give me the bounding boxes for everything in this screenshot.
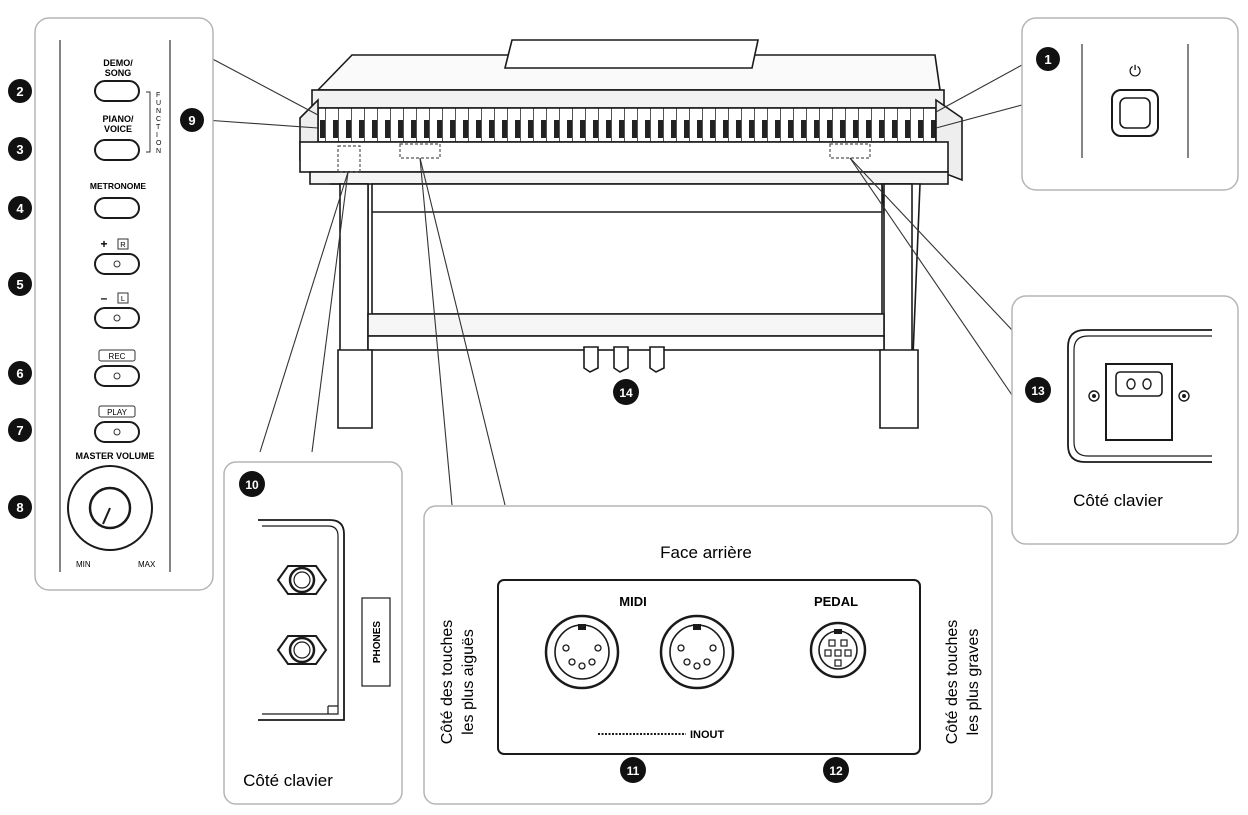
- callout-badge-10: [239, 471, 265, 497]
- piano-illustration: [299, 39, 963, 429]
- music-rest: [503, 39, 759, 69]
- pedal-label: PEDAL: [814, 594, 858, 609]
- keyboard: [317, 107, 937, 143]
- callout-badge-9: [180, 108, 204, 132]
- svg-text:N: N: [156, 148, 161, 155]
- callout-label-13: 13: [1031, 384, 1045, 398]
- callout-label-4: 4: [16, 201, 24, 216]
- volume-max-label: MAX: [138, 560, 156, 569]
- callout-badge-13: [1025, 377, 1051, 403]
- pedal-center: [613, 346, 629, 373]
- minus-label: –: [101, 291, 108, 305]
- svg-text:T: T: [156, 124, 161, 131]
- callout-badge-14: [613, 379, 639, 405]
- demo-song-label: DEMO/: [103, 58, 133, 68]
- piano-voice-label: PIANO/: [102, 114, 134, 124]
- back-panel: [371, 183, 883, 315]
- callout-badge-5: [8, 272, 32, 296]
- callout-label-6: 6: [16, 366, 23, 381]
- volume-min-label: MIN: [76, 560, 91, 569]
- plus-r-button[interactable]: [94, 253, 140, 275]
- phones-panel-frame: [223, 461, 403, 805]
- rear-left-side-label: Côté des touches: [439, 620, 456, 745]
- callout-badge-6: [8, 361, 32, 385]
- demo-song-label-2: SONG: [105, 68, 132, 78]
- svg-text:U: U: [156, 100, 161, 107]
- pedal-left: [583, 346, 599, 373]
- play-button[interactable]: [94, 421, 140, 443]
- front-rail: [299, 141, 949, 173]
- callout-label-5: 5: [16, 277, 23, 292]
- pedal-box: [367, 313, 885, 337]
- midi-out-jack[interactable]: [659, 614, 735, 690]
- callout-label-14: 14: [619, 386, 633, 400]
- inout-label: INOUT: [690, 729, 725, 741]
- phones-jack-2[interactable]: [276, 635, 328, 665]
- key-cover: [311, 89, 945, 109]
- rear-panel-title: Face arrière: [660, 543, 752, 562]
- minus-l-button[interactable]: [94, 307, 140, 329]
- rear-left-side-label-2: les plus aiguës: [460, 629, 477, 735]
- callout-label-10: 10: [245, 478, 259, 492]
- phones-jack-1[interactable]: [276, 565, 328, 595]
- svg-text:F: F: [156, 92, 160, 99]
- play-label: PLAY: [107, 408, 128, 417]
- callout-badge-7: [8, 418, 32, 442]
- rec-label: REC: [109, 352, 126, 361]
- callout-badge-2: [8, 79, 32, 103]
- phones-panel-caption: Côté clavier: [243, 771, 333, 790]
- demo-song-button[interactable]: [94, 80, 140, 102]
- midi-label: MIDI: [619, 594, 646, 609]
- piano-voice-label-2: VOICE: [104, 124, 132, 134]
- callout-label-9: 9: [188, 113, 195, 128]
- callout-badge-4: [8, 196, 32, 220]
- callout-label-8: 8: [16, 500, 23, 515]
- callout-label-2: 2: [16, 84, 23, 99]
- callout-badges: 1 2 3 4 5 6 7 8 9 10 11 12 13 14: [8, 47, 1060, 783]
- callout-badge-8: [8, 495, 32, 519]
- right-foot: [879, 349, 919, 429]
- rear-right-side-label: Côté des touches: [944, 620, 961, 745]
- callout-label-12: 12: [829, 764, 843, 778]
- control-panel-frame: [34, 17, 214, 591]
- svg-text:C: C: [156, 116, 161, 123]
- midi-in-jack[interactable]: [544, 614, 620, 690]
- piano-voice-button[interactable]: [94, 139, 140, 161]
- plus-label: +: [100, 237, 107, 251]
- phones-label: PHONES: [372, 621, 383, 664]
- r-key-label: R: [120, 240, 126, 249]
- metronome-button[interactable]: [94, 197, 140, 219]
- l-key-label: L: [121, 294, 125, 303]
- front-rail-lower: [309, 171, 949, 185]
- left-foot: [337, 349, 373, 429]
- master-volume-label: MASTER VOLUME: [75, 451, 154, 461]
- callout-badge-1: [1036, 47, 1060, 71]
- callout-badge-3: [8, 137, 32, 161]
- rear-right-side-label-2: les plus graves: [965, 629, 982, 736]
- svg-text:N: N: [156, 108, 161, 115]
- svg-text:I: I: [156, 132, 158, 139]
- leader-lines: [204, 54, 1023, 506]
- svg-text:O: O: [156, 140, 162, 147]
- callout-label-1: 1: [1044, 52, 1051, 67]
- power-symbol-icon: ⏻: [1129, 63, 1141, 80]
- callout-label-7: 7: [16, 423, 23, 438]
- function-label: F U N C T I O N: [156, 92, 162, 155]
- callout-label-11: 11: [627, 764, 640, 778]
- rec-button[interactable]: [94, 365, 140, 387]
- callout-badge-12: [823, 757, 849, 783]
- pedal-right: [649, 346, 665, 373]
- pedal-jack[interactable]: [809, 621, 867, 679]
- metronome-label: METRONOME: [90, 181, 147, 191]
- callout-badge-11: [620, 757, 646, 783]
- callout-label-3: 3: [16, 142, 23, 157]
- ac-panel-caption: Côté clavier: [1073, 491, 1163, 510]
